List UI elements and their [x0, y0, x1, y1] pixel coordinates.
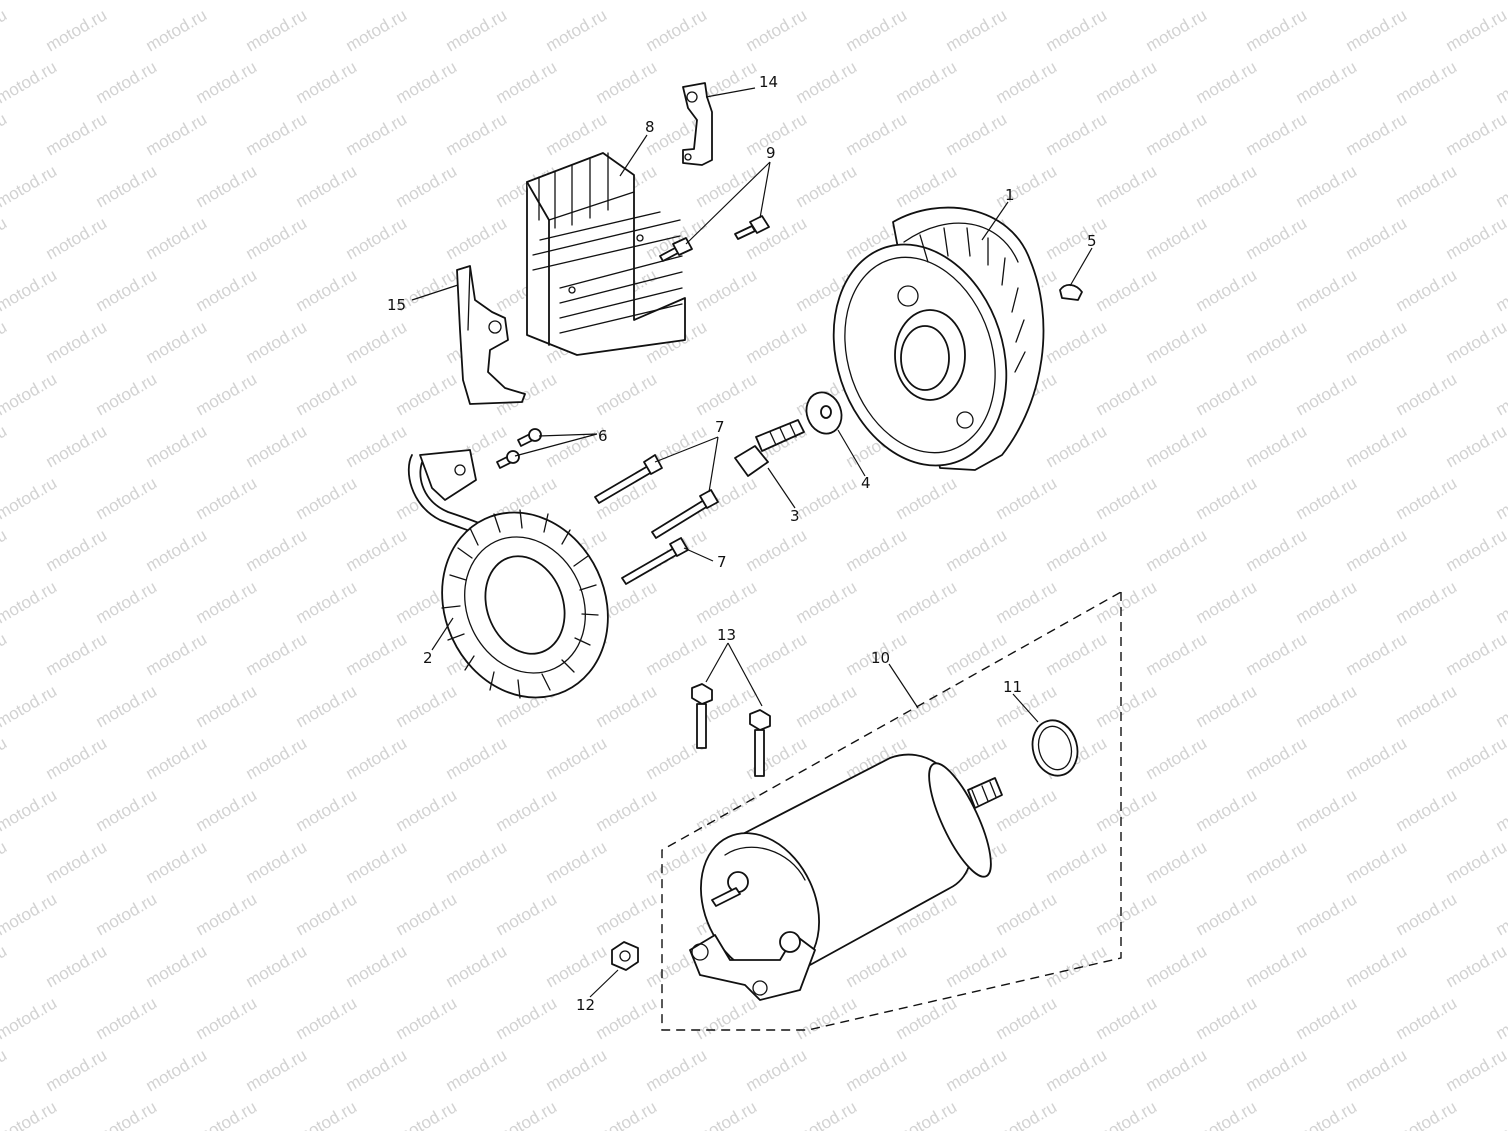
regulator-rectifier-icon [526, 152, 686, 356]
callout-12: 12 [576, 996, 595, 1014]
callout-9: 9 [766, 144, 776, 162]
starter-group-box [661, 590, 1122, 1031]
callout-8: 8 [645, 118, 655, 136]
o-ring-icon [1031, 719, 1079, 777]
callout-1: 1 [1005, 186, 1015, 204]
callout-15: 15 [387, 296, 406, 314]
callout-10: 10 [871, 649, 890, 667]
bracket-lower-icon [456, 265, 526, 405]
callout-5: 5 [1087, 232, 1097, 250]
regulator-bolt-icon [659, 215, 770, 262]
callout-6: 6 [598, 427, 608, 445]
screw-icon [496, 428, 542, 469]
stator-icon [407, 449, 609, 699]
callout-2: 2 [423, 649, 433, 667]
woodruff-key-icon [1059, 284, 1083, 301]
watermark-text: motod.ru [1493, 0, 1508, 3]
starter-motor-icon [689, 753, 1003, 1001]
callout-3: 3 [790, 507, 800, 525]
callout-4: 4 [861, 474, 871, 492]
callout-14: 14 [759, 73, 778, 91]
starter-bolt-icon [691, 683, 771, 777]
callout-7a: 7 [715, 418, 725, 436]
bracket-upper-icon [682, 82, 713, 166]
leader-lines [411, 87, 1093, 998]
stator-bolt-icon [594, 454, 719, 585]
rotor-icon [832, 206, 1045, 471]
nut-icon [611, 941, 639, 971]
callout-7b: 7 [717, 553, 727, 571]
rotor-bolt-icon [734, 419, 805, 477]
callout-labels: 1 2 3 4 5 6 7 7 8 9 10 11 12 13 14 15 [387, 73, 1097, 1014]
callout-11: 11 [1003, 678, 1022, 696]
callout-13: 13 [717, 626, 736, 644]
washer-icon [805, 391, 843, 435]
